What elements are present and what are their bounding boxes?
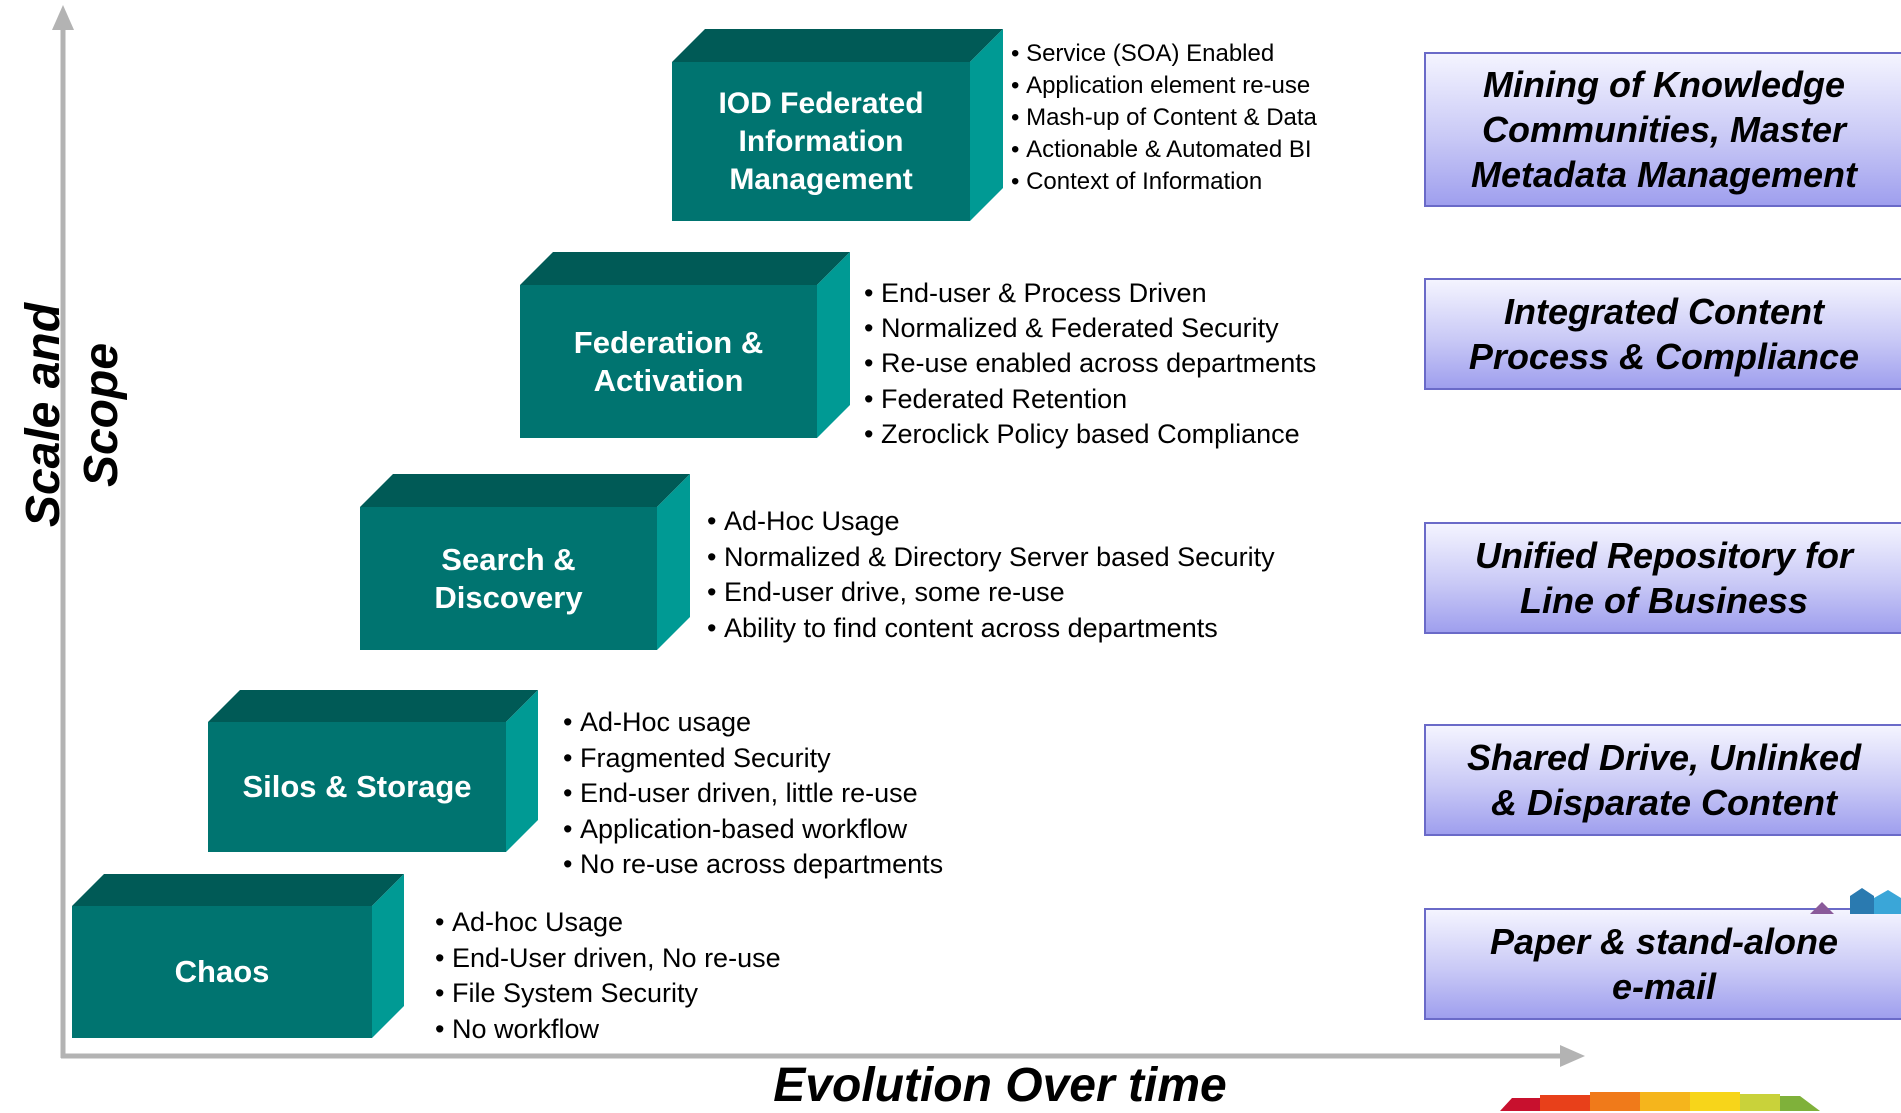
bullet-item: Fragmented Security	[563, 741, 943, 777]
stage-title: Federation & Activation	[573, 324, 764, 398]
level-label: Mining of Knowledge Communities, Master …	[1470, 64, 1858, 195]
stage-box	[672, 29, 1003, 221]
box-front-face	[520, 285, 817, 438]
bullet-item: End-user driven, little re-use	[563, 776, 943, 812]
box-top-face	[672, 29, 1003, 62]
box-front-face	[72, 906, 372, 1038]
logo-shape	[1690, 1092, 1740, 1111]
bullet-item: Ad-Hoc Usage	[707, 504, 1275, 540]
box-top-face	[520, 252, 850, 285]
stage-search-discovery-bullets: Ad-Hoc Usage Normalized & Directory Serv…	[707, 504, 1275, 646]
bullet-item: Normalized & Directory Server based Secu…	[707, 540, 1275, 576]
stage-title: IOD Federated Information Management	[718, 86, 924, 196]
box-side-face	[657, 474, 690, 650]
stage-iod-federated: IOD Federated Information Management	[672, 29, 1003, 221]
stage-silos-storage-bullets: Ad-Hoc usage Fragmented Security End-use…	[563, 705, 943, 883]
stage-federation-activation: Federation & Activation	[520, 252, 850, 438]
bullet-item: Zeroclick Policy based Compliance	[864, 417, 1316, 452]
cube-shape	[1874, 890, 1901, 914]
bullet-item: End-user & Process Driven	[864, 276, 1316, 311]
logo-shape	[1780, 1096, 1820, 1111]
stage-silos-storage: Silos & Storage	[208, 690, 538, 852]
cube-shape	[1810, 902, 1834, 914]
x-axis-arrowhead	[1560, 1045, 1585, 1067]
y-axis-label: Scale and Scope	[17, 302, 128, 528]
bullet-item: Service (SOA) Enabled	[1011, 38, 1317, 70]
logo-graphic	[1500, 1092, 1820, 1111]
level-integrated-content: Integrated Content Process & Compliance	[1424, 278, 1901, 390]
x-axis-label: Evolution Over time	[773, 1059, 1227, 1112]
bullet-item: Re-use enabled across departments	[864, 346, 1316, 381]
bullet-item: Ad-hoc Usage	[435, 905, 781, 941]
stage-box	[208, 690, 538, 852]
level-unified-repository: Unified Repository for Line of Business	[1424, 522, 1901, 634]
bullet-item: Application-based workflow	[563, 812, 943, 848]
box-side-face	[817, 252, 850, 438]
stage-box	[520, 252, 850, 438]
cube-shape	[1850, 888, 1874, 914]
logo-shape	[1590, 1092, 1640, 1111]
bullet-item: Normalized & Federated Security	[864, 311, 1316, 346]
logo-shape	[1540, 1095, 1590, 1111]
logo-shape	[1740, 1094, 1780, 1111]
stage-iod-federated-bullets: Service (SOA) Enabled Application elemen…	[1011, 38, 1317, 198]
level-label: Unified Repository for Line of Business	[1474, 535, 1854, 621]
level-paper-email: Paper & stand-alone e-mail	[1424, 908, 1901, 1020]
level-shared-drive: Shared Drive, Unlinked & Disparate Conte…	[1424, 724, 1901, 836]
level-mining-knowledge: Mining of Knowledge Communities, Master …	[1424, 52, 1901, 207]
stage-box	[72, 874, 404, 1038]
bullet-item: File System Security	[435, 976, 781, 1012]
bullet-item: Application element re-use	[1011, 70, 1317, 102]
bullet-item: No workflow	[435, 1012, 781, 1048]
stage-title: Silos & Storage	[242, 769, 472, 804]
bullet-item: Mash-up of Content & Data	[1011, 102, 1317, 134]
decorative-cubes-graphic	[1810, 888, 1901, 914]
stage-chaos-bullets: Ad-hoc Usage End-User driven, No re-use …	[435, 905, 781, 1047]
stage-title: Search & Discovery	[434, 541, 583, 615]
box-top-face	[72, 874, 404, 906]
stage-search-discovery: Search & Discovery	[360, 474, 690, 650]
box-side-face	[506, 690, 538, 852]
box-side-face	[970, 29, 1003, 221]
stage-chaos: Chaos	[72, 874, 404, 1038]
box-front-face	[208, 722, 506, 852]
stage-federation-activation-bullets: End-user & Process Driven Normalized & F…	[864, 276, 1316, 452]
box-top-face	[208, 690, 538, 722]
box-front-face	[360, 507, 657, 650]
box-front-face	[672, 62, 970, 221]
box-top-face	[360, 474, 690, 507]
level-label: Shared Drive, Unlinked & Disparate Conte…	[1466, 737, 1862, 823]
bullet-item: No re-use across departments	[563, 847, 943, 883]
level-label: Integrated Content Process & Compliance	[1468, 291, 1860, 377]
bullet-item: End-User driven, No re-use	[435, 941, 781, 977]
bullet-item: Actionable & Automated BI	[1011, 134, 1317, 166]
stage-title: Chaos	[174, 954, 270, 989]
logo-shape	[1500, 1098, 1540, 1111]
level-label: Paper & stand-alone e-mail	[1489, 921, 1839, 1007]
bullet-item: End-user drive, some re-use	[707, 575, 1275, 611]
y-axis-arrowhead	[52, 5, 74, 30]
logo-shape	[1640, 1092, 1690, 1111]
stage-box	[360, 474, 690, 650]
bullet-item: Ability to find content across departmen…	[707, 611, 1275, 647]
box-side-face	[372, 874, 404, 1038]
bullet-item: Ad-Hoc usage	[563, 705, 943, 741]
bullet-item: Context of Information	[1011, 166, 1317, 198]
bullet-item: Federated Retention	[864, 382, 1316, 417]
